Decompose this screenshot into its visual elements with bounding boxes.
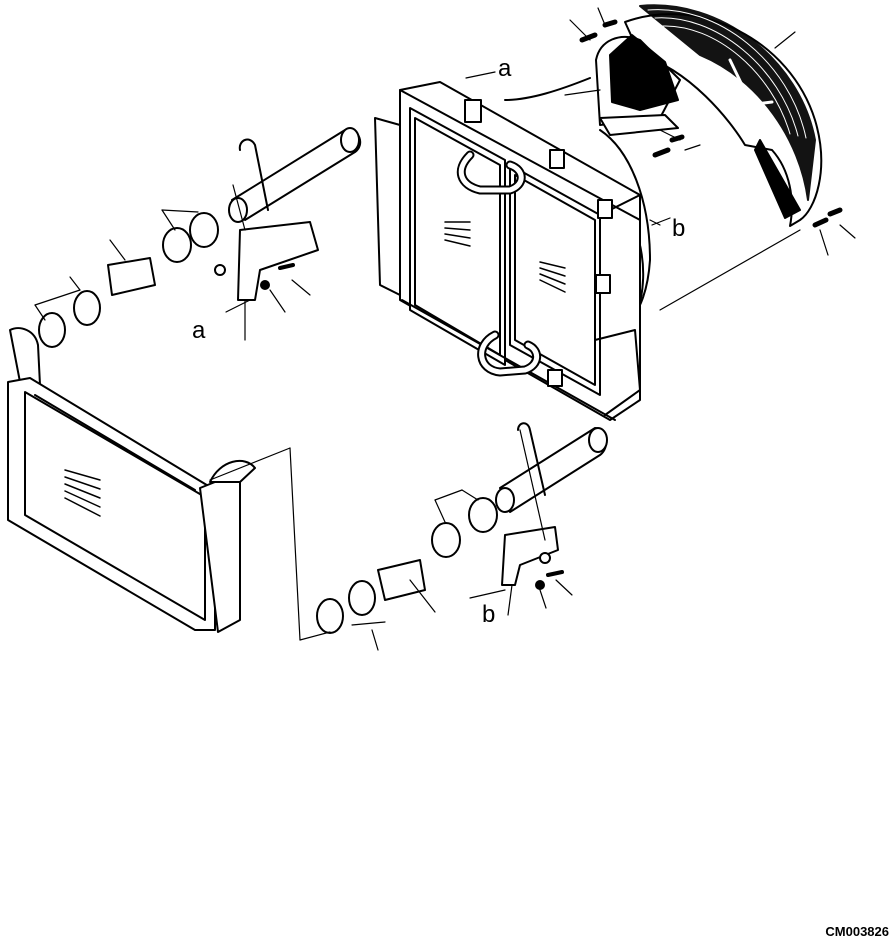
figure-code: CM003826 (825, 924, 889, 939)
lower-bracket (501, 526, 564, 590)
lower-clamps (316, 497, 498, 634)
lower-air-pipe (495, 422, 608, 513)
upper-air-pipe (228, 127, 362, 223)
callout-a-left: a (192, 317, 206, 344)
aftercooler (7, 327, 256, 633)
radiator (374, 81, 641, 421)
callout-a-top: a (498, 55, 512, 82)
leader-lines (34, 7, 856, 651)
callout-b-bottom: b (482, 601, 495, 628)
upper-clamps (38, 212, 219, 348)
callout-b-right: b (672, 215, 685, 242)
upper-bracket (214, 221, 319, 301)
fan-shroud (504, 4, 823, 331)
